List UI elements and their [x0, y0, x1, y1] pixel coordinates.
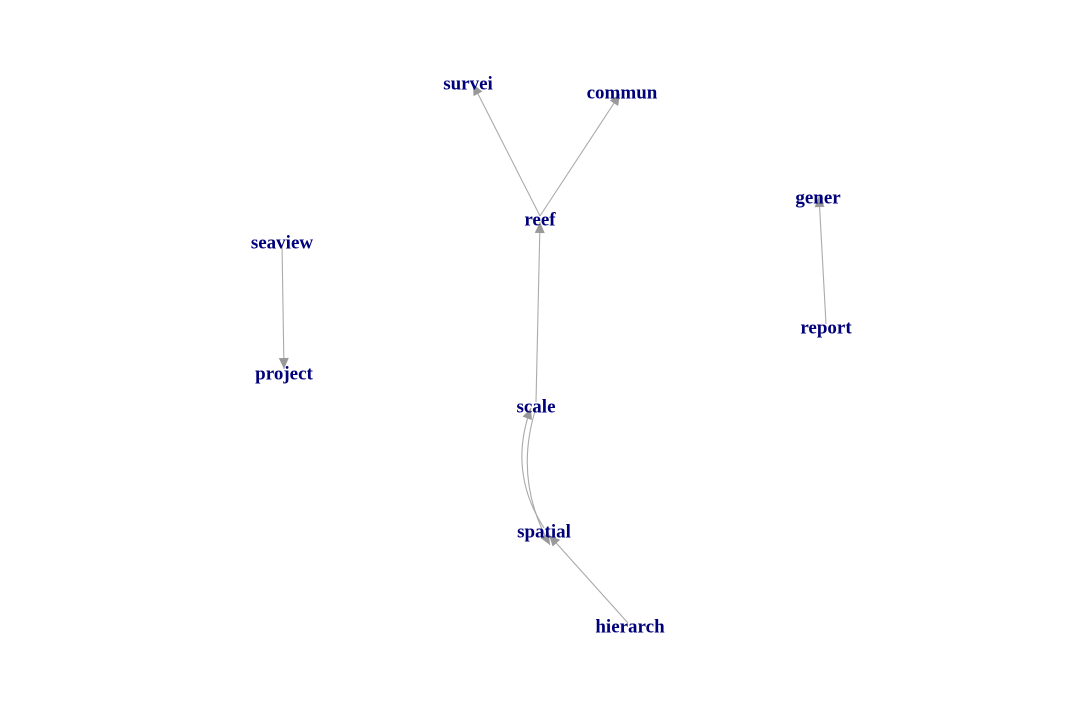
- edge-layer: [278, 83, 827, 624]
- edge-spatial-to-scale: [521, 407, 545, 529]
- edge-reef-to-survei-arrowhead: [473, 84, 483, 97]
- node-report: report: [800, 318, 852, 339]
- edge-reef-to-survei: [472, 83, 541, 217]
- node-spatial: spatial: [517, 522, 571, 543]
- edge-hierarch-to-spatial-arrowhead: [549, 535, 561, 547]
- edge-scale-to-spatial: [526, 407, 551, 546]
- node-commun: commun: [587, 83, 658, 104]
- edge-seaview-to-project-arrowhead: [278, 357, 289, 369]
- node-survei: survei: [443, 74, 493, 95]
- node-seaview: seaview: [251, 233, 314, 254]
- edge-reef-to-commun: [539, 93, 621, 217]
- edge-scale-to-spatial-arrowhead: [540, 532, 550, 545]
- edge-scale-to-reef-arrowhead: [534, 222, 545, 234]
- edge-report-to-gener: [818, 195, 827, 325]
- node-layer: survei commun reef seaview project gener repor…: [251, 74, 852, 638]
- node-hierarch: hierarch: [595, 617, 665, 638]
- node-project: project: [255, 364, 313, 385]
- node-reef: reef: [524, 210, 556, 231]
- edge-hierarch-to-spatial: [548, 534, 629, 624]
- edge-spatial-to-scale-arrowhead: [522, 408, 532, 421]
- node-scale: scale: [516, 397, 555, 418]
- edge-reef-to-commun-arrowhead: [609, 94, 620, 106]
- edge-scale-to-reef: [535, 221, 541, 403]
- node-gener: gener: [795, 188, 841, 209]
- edge-seaview-to-project: [281, 244, 285, 370]
- edge-report-to-gener-arrowhead: [814, 196, 825, 208]
